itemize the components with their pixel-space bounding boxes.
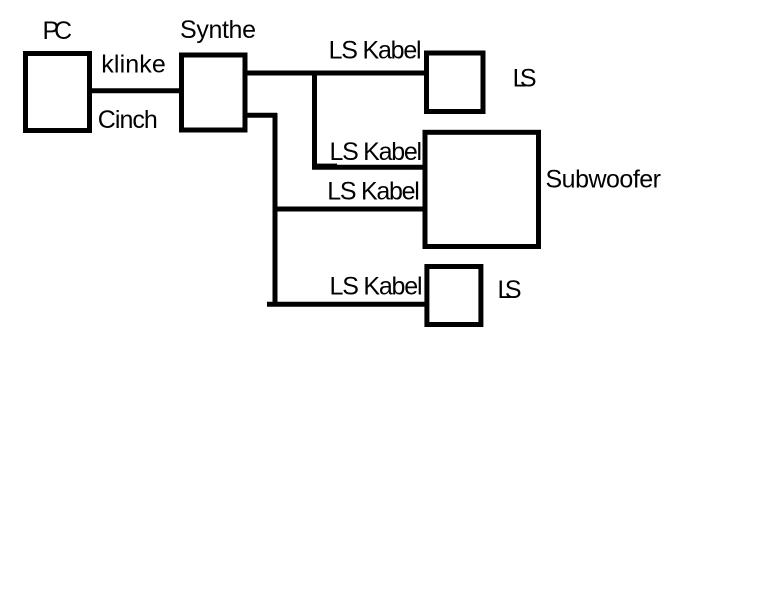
svg-text:LS: LS — [513, 65, 537, 93]
svg-text:PC: PC — [43, 17, 73, 45]
svg-text:Cinch: Cinch — [98, 106, 158, 134]
svg-text:LS Kabel: LS Kabel — [330, 138, 423, 166]
svg-text:klinke: klinke — [101, 50, 166, 78]
svg-text:Synthe: Synthe — [180, 16, 256, 44]
svg-text:LS Kabel: LS Kabel — [329, 37, 422, 65]
svg-text:LS Kabel: LS Kabel — [330, 272, 423, 300]
svg-text:LS: LS — [498, 276, 522, 304]
svg-text:Subwoofer: Subwoofer — [546, 165, 662, 193]
svg-text:LS Kabel: LS Kabel — [327, 177, 420, 205]
